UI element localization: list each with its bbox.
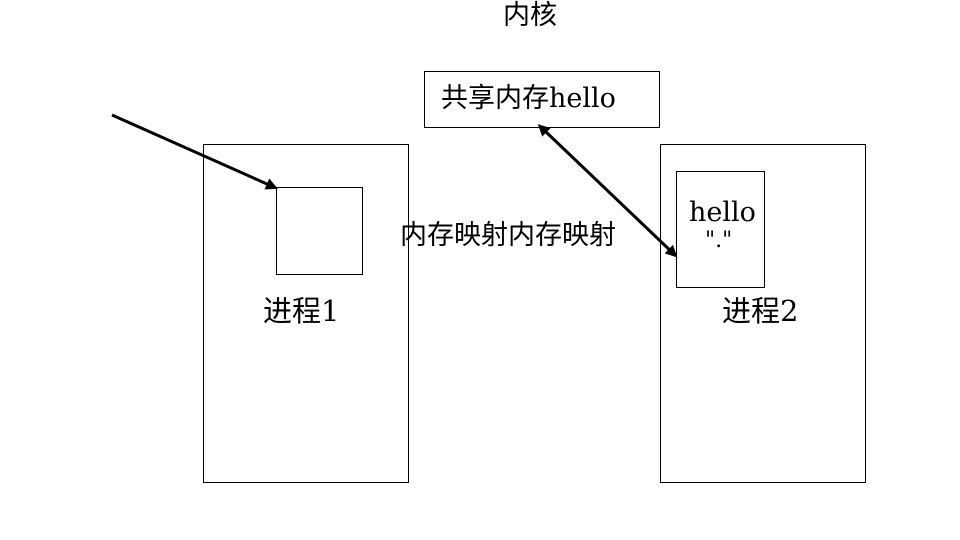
memory-mapping-label: 内存映射内存映射 <box>400 220 616 251</box>
shared-memory-label: 共享内存hello <box>441 83 616 114</box>
process2-memory-text: hello <box>689 197 756 228</box>
process2-box <box>660 144 866 483</box>
process1-memory-box <box>276 187 363 275</box>
incoming-arrow <box>111 113 278 190</box>
process1-box <box>203 144 409 483</box>
process2-memory-box <box>676 171 765 288</box>
mapping-arrow <box>537 124 678 258</box>
process2-memory-quote: "." <box>705 228 733 253</box>
kernel-label: 内核 <box>503 0 557 31</box>
process2-label: 进程2 <box>722 294 799 328</box>
shared-memory-box <box>424 71 660 128</box>
process1-label: 进程1 <box>263 294 340 328</box>
